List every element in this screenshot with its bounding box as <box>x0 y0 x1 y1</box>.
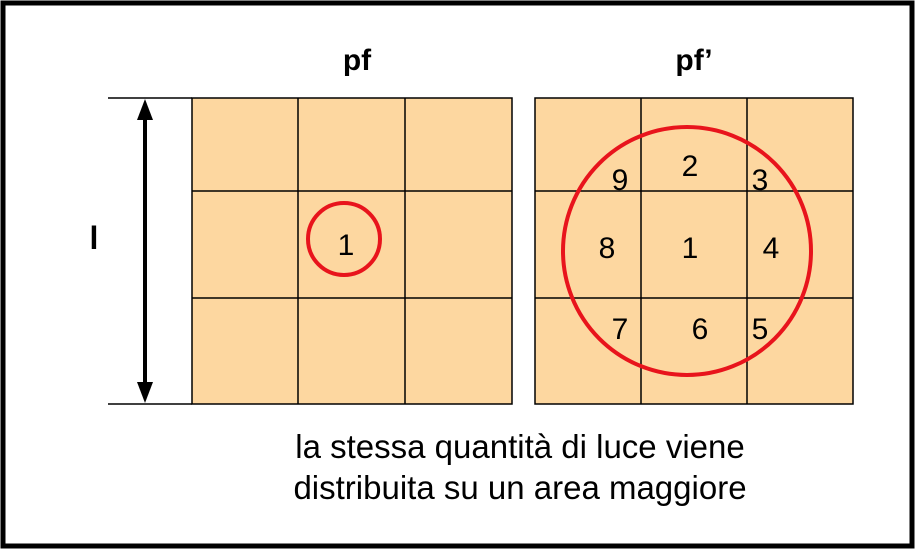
right-cell-label: 7 <box>612 313 629 346</box>
right-grid: 9 2 3 8 1 4 7 6 5 <box>534 97 854 405</box>
dimension-arrow-down <box>137 382 153 403</box>
right-cell-label: 4 <box>763 232 780 265</box>
right-grid-fill <box>534 97 854 405</box>
right-cell-label: 3 <box>752 164 769 197</box>
caption-line-1: la stessa quantità di luce viene <box>295 428 745 465</box>
right-cell-label: 8 <box>599 232 616 265</box>
right-cell-label: 1 <box>682 232 699 265</box>
caption-line-2: distribuita su un area maggiore <box>293 469 747 506</box>
large-light-circle <box>561 125 813 377</box>
right-cell-label: 9 <box>612 164 629 197</box>
caption: la stessa quantità di luce viene distrib… <box>200 426 840 508</box>
left-cell-label: 1 <box>338 229 355 262</box>
dimension-label: l <box>90 220 99 256</box>
small-light-circle <box>306 201 382 277</box>
dimension-arrow-up <box>137 99 153 120</box>
left-grid: 1 <box>191 97 513 405</box>
right-cell-label: 5 <box>752 313 769 346</box>
left-grid-fill <box>191 97 513 405</box>
right-grid-title: pf’ <box>675 44 712 77</box>
right-cell-label: 6 <box>692 313 709 346</box>
right-cell-label: 2 <box>682 150 699 183</box>
left-grid-title: pf <box>343 44 372 77</box>
